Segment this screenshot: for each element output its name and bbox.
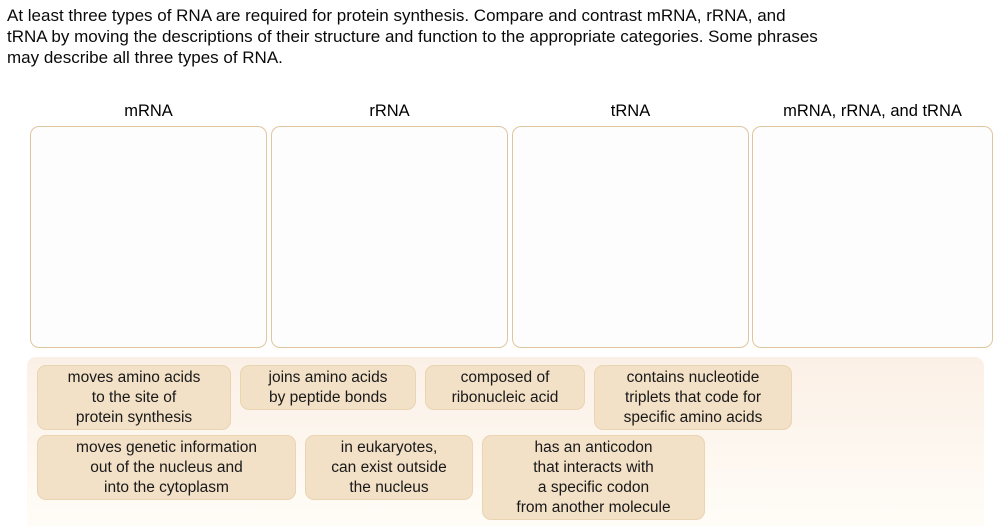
phrase-line: that interacts with bbox=[533, 458, 654, 476]
phrase-bank: moves amino acids to the site of protein s… bbox=[27, 357, 984, 526]
phrase-line: a specific codon bbox=[537, 478, 650, 496]
phrase-line: in eukaryotes, bbox=[340, 438, 438, 456]
instructions-text: At least three types of RNA are required… bbox=[7, 5, 992, 68]
phrase-chip[interactable]: composed of ribonucleic acid bbox=[425, 365, 585, 410]
phrase-line: joins amino acids bbox=[268, 368, 388, 386]
drop-zone-rrna[interactable] bbox=[271, 126, 508, 348]
phrase-line: the nucleus bbox=[349, 478, 429, 496]
phrase-line: has an anticodon bbox=[534, 438, 653, 456]
phrase-line: into the cytoplasm bbox=[104, 478, 229, 496]
phrase-chip[interactable]: moves amino acids to the site of protein s… bbox=[37, 365, 231, 430]
phrase-line: composed of bbox=[460, 368, 550, 386]
phrase-line: to the site of bbox=[91, 388, 177, 406]
phrase-chip[interactable]: joins amino acids by peptide bonds bbox=[240, 365, 416, 410]
phrase-line: can exist outside bbox=[331, 458, 447, 476]
phrase-chip[interactable]: has an anticodon that interacts with a spe… bbox=[482, 435, 705, 520]
drop-zone-all-rna[interactable] bbox=[752, 126, 993, 348]
phrase-line: ribonucleic acid bbox=[451, 388, 559, 406]
phrase-line: moves amino acids bbox=[67, 368, 201, 386]
drop-zone-mrna[interactable] bbox=[30, 126, 267, 348]
phrase-chip[interactable]: moves genetic information out of the nucl… bbox=[37, 435, 296, 500]
category-header-rrna: rRNA bbox=[369, 102, 410, 120]
category-header-all-rna: mRNA, rRNA, and tRNA bbox=[783, 102, 962, 120]
phrase-line: moves genetic information bbox=[76, 438, 257, 456]
instructions-line: tRNA by moving the descriptions of their… bbox=[7, 27, 818, 46]
instructions-line: may describe all three types of RNA. bbox=[7, 48, 283, 67]
phrase-line: out of the nucleus and bbox=[90, 458, 243, 476]
instructions-line: At least three types of RNA are required… bbox=[7, 6, 786, 25]
phrase-line: by peptide bonds bbox=[268, 388, 388, 406]
phrase-line: specific amino acids bbox=[623, 408, 763, 426]
phrase-line: triplets that code for bbox=[624, 388, 762, 406]
phrase-line: from another molecule bbox=[516, 498, 671, 516]
phrase-line: contains nucleotide bbox=[626, 368, 760, 386]
phrase-bank-row: moves genetic information out of the nucl… bbox=[27, 435, 984, 520]
category-header-trna: tRNA bbox=[610, 102, 651, 120]
drop-zone-trna[interactable] bbox=[512, 126, 749, 348]
phrase-chip[interactable]: contains nucleotide triplets that code fo… bbox=[594, 365, 792, 430]
phrase-line: protein synthesis bbox=[75, 408, 193, 426]
phrase-bank-row: moves amino acids to the site of protein s… bbox=[27, 357, 984, 430]
phrase-chip[interactable]: in eukaryotes, can exist outside the nucle… bbox=[305, 435, 473, 500]
category-header-mrna: mRNA bbox=[124, 102, 173, 120]
